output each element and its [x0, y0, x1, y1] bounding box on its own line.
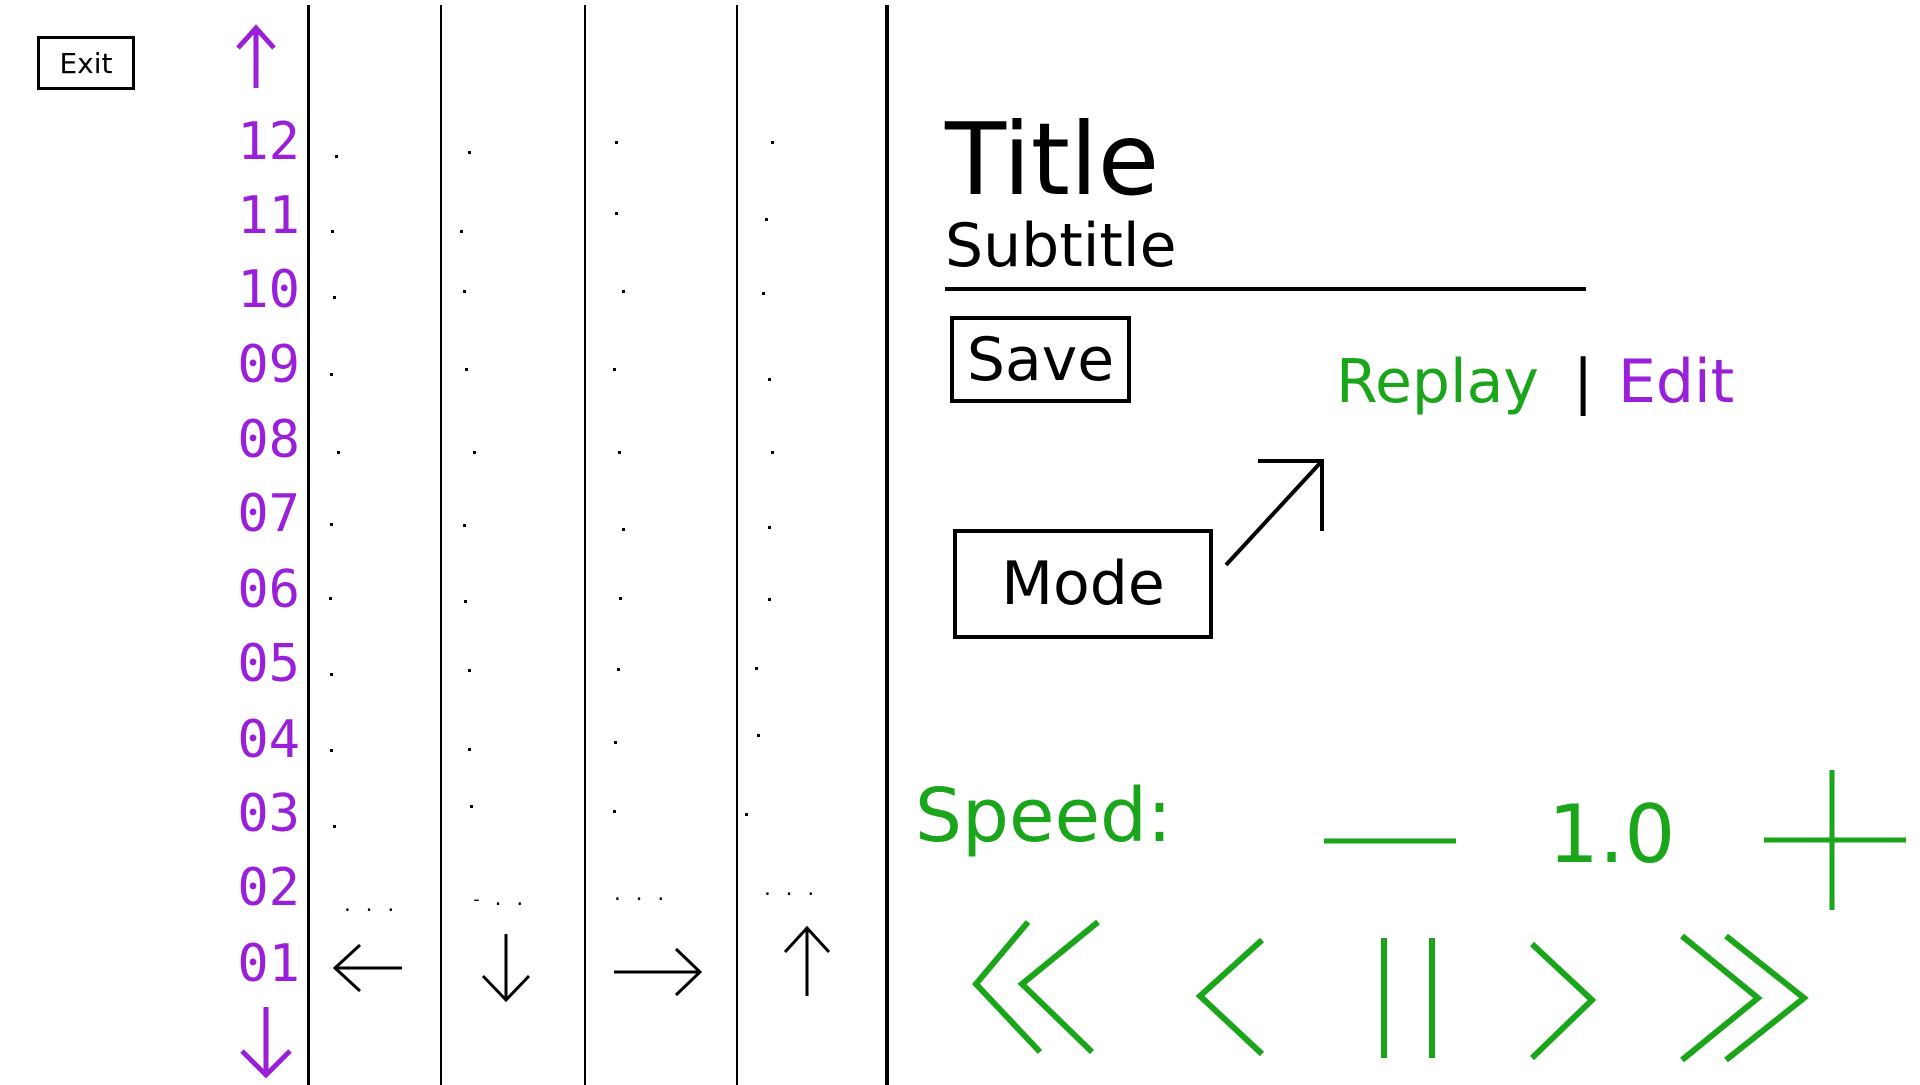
grid-dot	[613, 810, 616, 813]
row-label-07[interactable]: 07	[237, 484, 300, 544]
grid-dot	[755, 667, 758, 670]
row-label-12[interactable]: 12	[237, 112, 300, 172]
minus-icon[interactable]	[1322, 835, 1458, 847]
row-label-01[interactable]: 01	[237, 934, 300, 994]
link-separator: |	[1573, 347, 1594, 417]
lane-divider	[307, 5, 310, 1085]
grid-dot	[463, 524, 466, 527]
exit-button[interactable]: Exit	[37, 36, 135, 90]
grid-dot	[463, 290, 466, 293]
row-label-06[interactable]: 06	[237, 560, 300, 620]
grid-dot	[331, 230, 334, 233]
grid-dot-run: . . .	[762, 879, 817, 900]
grid-dot	[333, 825, 336, 828]
row-label-04[interactable]: 04	[237, 710, 300, 770]
grid-dot	[771, 451, 774, 454]
arrow-left-icon[interactable]	[330, 940, 406, 996]
grid-dot	[765, 218, 768, 221]
edit-link[interactable]: Edit	[1618, 347, 1735, 417]
row-label-10[interactable]: 10	[237, 260, 300, 320]
lane-divider	[440, 5, 442, 1085]
replay-link[interactable]: Replay	[1336, 347, 1539, 417]
grid-dot	[335, 155, 338, 158]
grid-dot	[762, 292, 765, 295]
grid-dot	[771, 141, 774, 144]
arrow-down-icon[interactable]	[478, 930, 534, 1004]
rewind-icon[interactable]	[970, 918, 1102, 1058]
grid-dot	[468, 669, 471, 672]
grid-dot	[768, 526, 771, 529]
grid-dot	[460, 230, 463, 233]
grid-dot	[745, 813, 748, 816]
row-label-11[interactable]: 11	[237, 186, 300, 246]
grid-dot-run: - . .	[471, 889, 526, 910]
save-button[interactable]: Save	[950, 316, 1131, 403]
grid-dot	[330, 373, 333, 376]
arrow-up-icon[interactable]	[781, 924, 833, 1000]
grid-dot	[622, 528, 625, 531]
scroll-down-icon[interactable]	[236, 1005, 296, 1080]
page-subtitle: Subtitle	[945, 211, 1177, 281]
plus-icon[interactable]	[1760, 768, 1910, 912]
row-label-03[interactable]: 03	[237, 784, 300, 844]
lane-divider	[885, 5, 889, 1085]
grid-dot	[330, 523, 333, 526]
fast-forward-icon[interactable]	[1676, 932, 1812, 1064]
grid-dot	[614, 741, 617, 744]
grid-dot	[615, 141, 618, 144]
scroll-up-icon[interactable]	[230, 22, 290, 94]
grid-dot	[768, 378, 771, 381]
arrow-right-icon[interactable]	[612, 944, 704, 1000]
grid-dot	[468, 151, 471, 154]
grid-dot-run: . . .	[612, 884, 667, 905]
grid-dot	[329, 597, 332, 600]
lane-divider	[584, 5, 586, 1085]
page-title: Title	[945, 101, 1160, 218]
next-icon[interactable]	[1526, 940, 1596, 1060]
grid-dot	[337, 451, 340, 454]
grid-dot	[470, 805, 473, 808]
grid-dot	[330, 673, 333, 676]
grid-dot	[465, 368, 468, 371]
grid-dot-run: . . .	[342, 895, 397, 916]
row-label-02[interactable]: 02	[237, 858, 300, 918]
grid-dot	[622, 290, 625, 293]
grid-dot	[473, 451, 476, 454]
grid-dot	[617, 668, 620, 671]
grid-dot	[330, 749, 333, 752]
grid-dot	[613, 368, 616, 371]
mode-button[interactable]: Mode	[953, 529, 1213, 639]
grid-dot	[757, 734, 760, 737]
grid-dot	[333, 296, 336, 299]
grid-dot	[619, 597, 622, 600]
row-label-05[interactable]: 05	[237, 634, 300, 694]
lane-divider	[736, 5, 738, 1085]
previous-icon[interactable]	[1192, 936, 1272, 1058]
grid-dot	[615, 212, 618, 215]
speed-value: 1.0	[1548, 788, 1676, 881]
speed-label: Speed:	[915, 773, 1172, 859]
row-label-09[interactable]: 09	[237, 335, 300, 395]
grid-dot	[468, 748, 471, 751]
pause-icon[interactable]	[1370, 934, 1442, 1060]
arrow-up-right-icon	[1224, 459, 1324, 567]
title-divider	[945, 287, 1586, 291]
row-label-08[interactable]: 08	[237, 410, 300, 470]
grid-dot	[618, 451, 621, 454]
grid-dot	[464, 600, 467, 603]
grid-dot	[768, 598, 771, 601]
